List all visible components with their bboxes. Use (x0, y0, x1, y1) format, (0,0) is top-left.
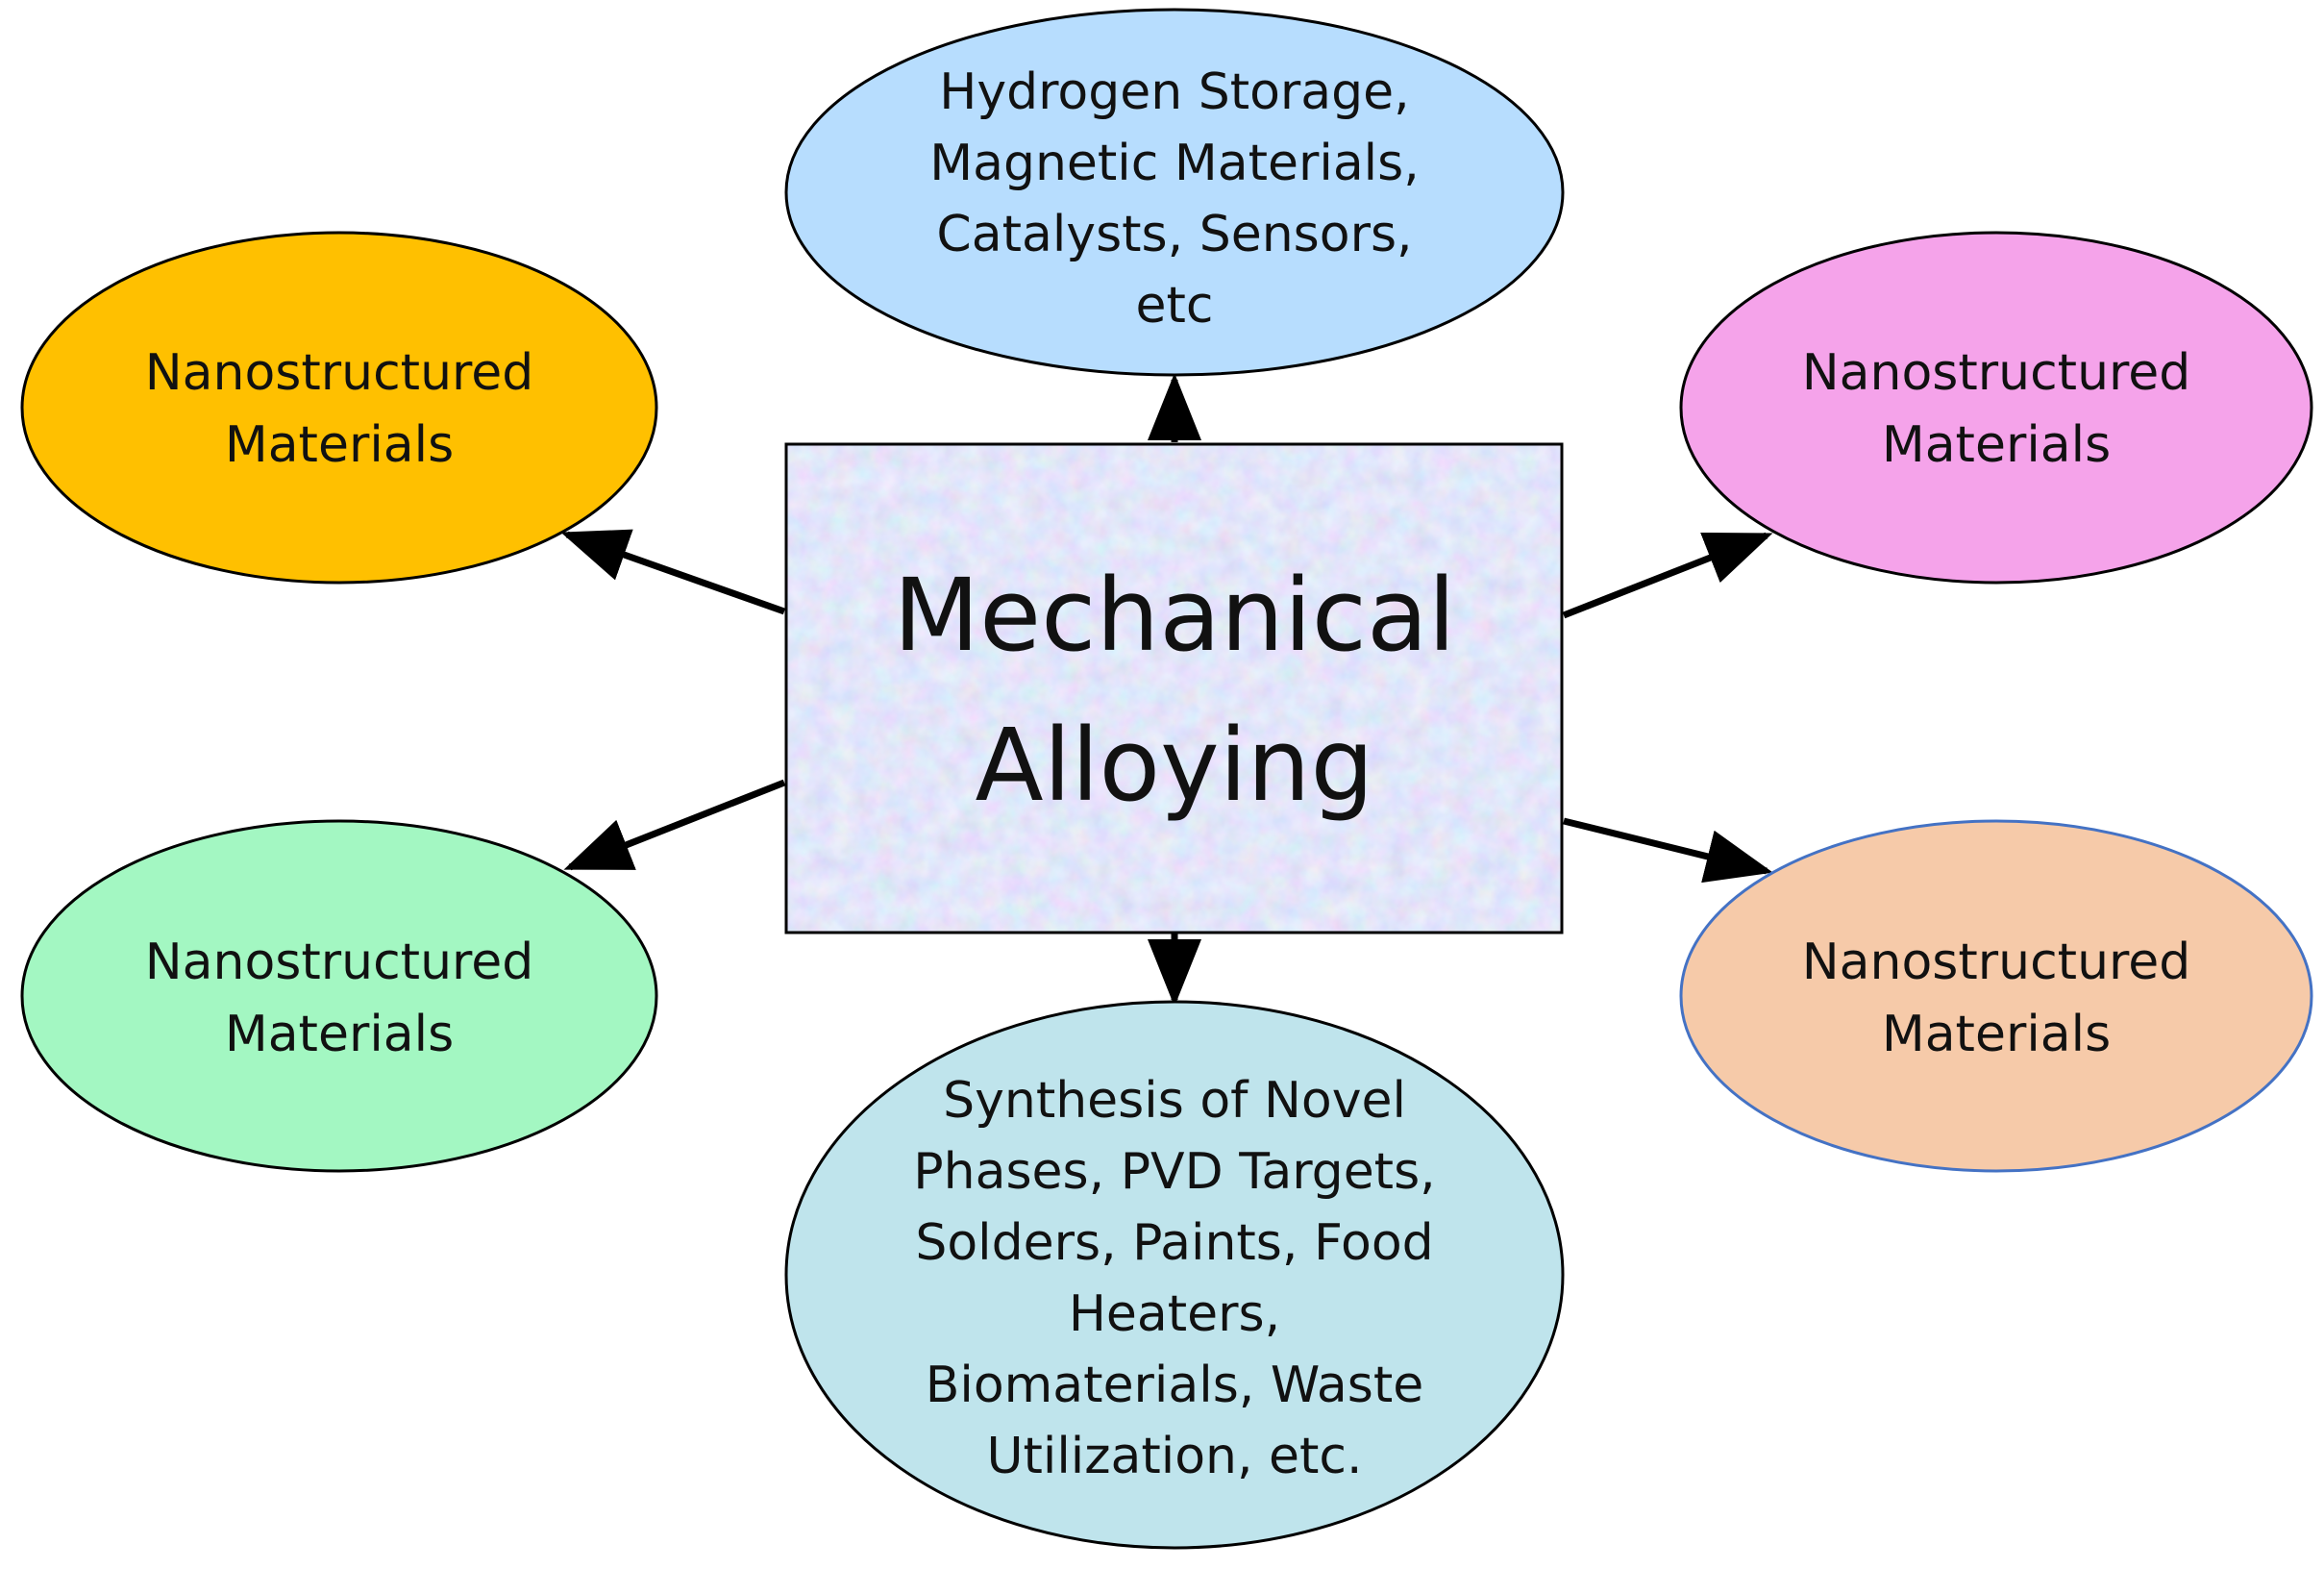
node-bottom-line-2: Phases, PVD Targets, (913, 1143, 1435, 1201)
node-top-left-line-1: Nanostructured (145, 344, 534, 402)
center-title-line-1: Mechanical (893, 557, 1455, 674)
node-top-line-1: Hydrogen Storage, (939, 63, 1409, 121)
node-top-line-3: Catalysts, Sensors, (936, 206, 1412, 263)
arrows (560, 373, 1773, 1007)
arrow-to-bottom-left (563, 779, 786, 871)
node-bottom-line-6: Utilization, etc. (986, 1428, 1362, 1485)
node-bottom-left-line-1: Nanostructured (145, 934, 534, 991)
node-bottom: Synthesis of Novel Phases, PVD Targets, … (784, 1000, 1565, 1550)
node-top-right: Nanostructured Materials (1679, 231, 2313, 585)
node-top-right-shape (1679, 231, 2313, 585)
node-bottom-right: Nanostructured Materials (1679, 819, 2313, 1173)
node-top-right-line-1: Nanostructured (1802, 344, 2191, 402)
node-bottom-line-1: Synthesis of Novel (943, 1072, 1406, 1130)
node-bottom-line-4: Heaters, (1069, 1285, 1280, 1343)
node-bottom-right-line-1: Nanostructured (1802, 934, 2191, 991)
arrow-to-top-left (560, 529, 786, 615)
node-top: Hydrogen Storage, Magnetic Materials, Ca… (784, 8, 1565, 377)
center-title-line-2: Alloying (976, 707, 1374, 824)
node-top-line-2: Magnetic Materials, (929, 135, 1420, 192)
node-top-left: Nanostructured Materials (20, 231, 658, 585)
node-bottom-left: Nanostructured Materials (20, 819, 658, 1173)
node-bottom-left-shape (20, 819, 658, 1173)
node-top-left-line-2: Materials (225, 416, 454, 474)
node-bottom-line-5: Biomaterials, Waste (926, 1357, 1424, 1414)
node-bottom-line-3: Solders, Paints, Food (915, 1214, 1433, 1272)
node-top-left-shape (20, 231, 658, 585)
node-bottom-right-line-2: Materials (1882, 1006, 2111, 1063)
arrow-to-top-right (1562, 532, 1773, 619)
arrow-to-bottom-right (1563, 817, 1773, 884)
node-top-right-line-2: Materials (1882, 416, 2111, 474)
node-top-shape (784, 8, 1565, 377)
center-box: Mechanical Alloying (784, 442, 1564, 934)
node-bottom-shape (784, 1000, 1565, 1550)
node-top-line-4: etc (1136, 277, 1214, 335)
node-bottom-right-shape (1679, 819, 2313, 1173)
node-bottom-left-line-2: Materials (225, 1006, 454, 1063)
